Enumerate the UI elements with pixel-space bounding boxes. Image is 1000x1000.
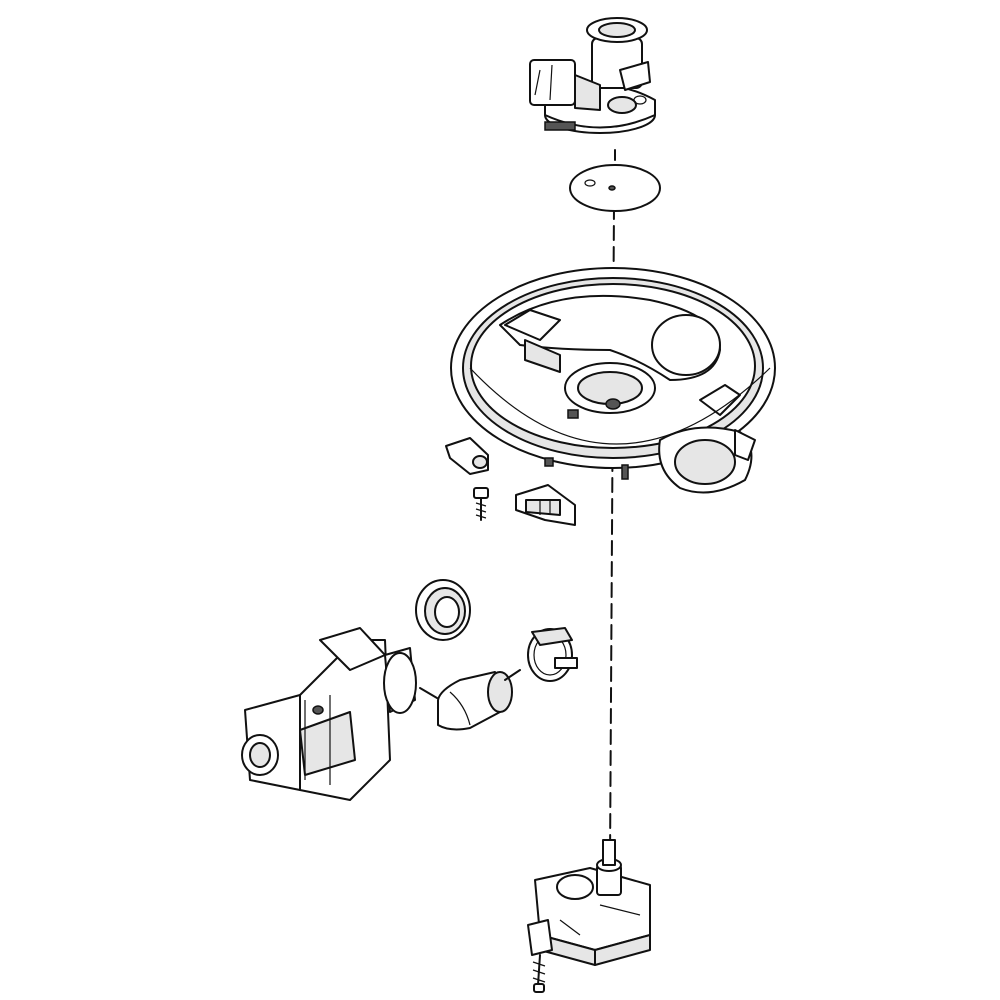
sump-housing xyxy=(450,267,776,494)
screw xyxy=(532,954,546,993)
hose-clamp xyxy=(527,627,578,682)
spray-arm-support xyxy=(529,17,656,134)
seal-ring xyxy=(415,579,471,641)
sensor-bracket xyxy=(445,437,489,475)
gasket-disc xyxy=(569,164,661,212)
screw xyxy=(473,487,489,521)
diverter-motor xyxy=(527,839,651,966)
elbow-hose xyxy=(437,669,521,731)
alignment-axis xyxy=(609,149,616,861)
filter-clip xyxy=(515,484,576,526)
circulation-pump-motor xyxy=(241,627,438,801)
